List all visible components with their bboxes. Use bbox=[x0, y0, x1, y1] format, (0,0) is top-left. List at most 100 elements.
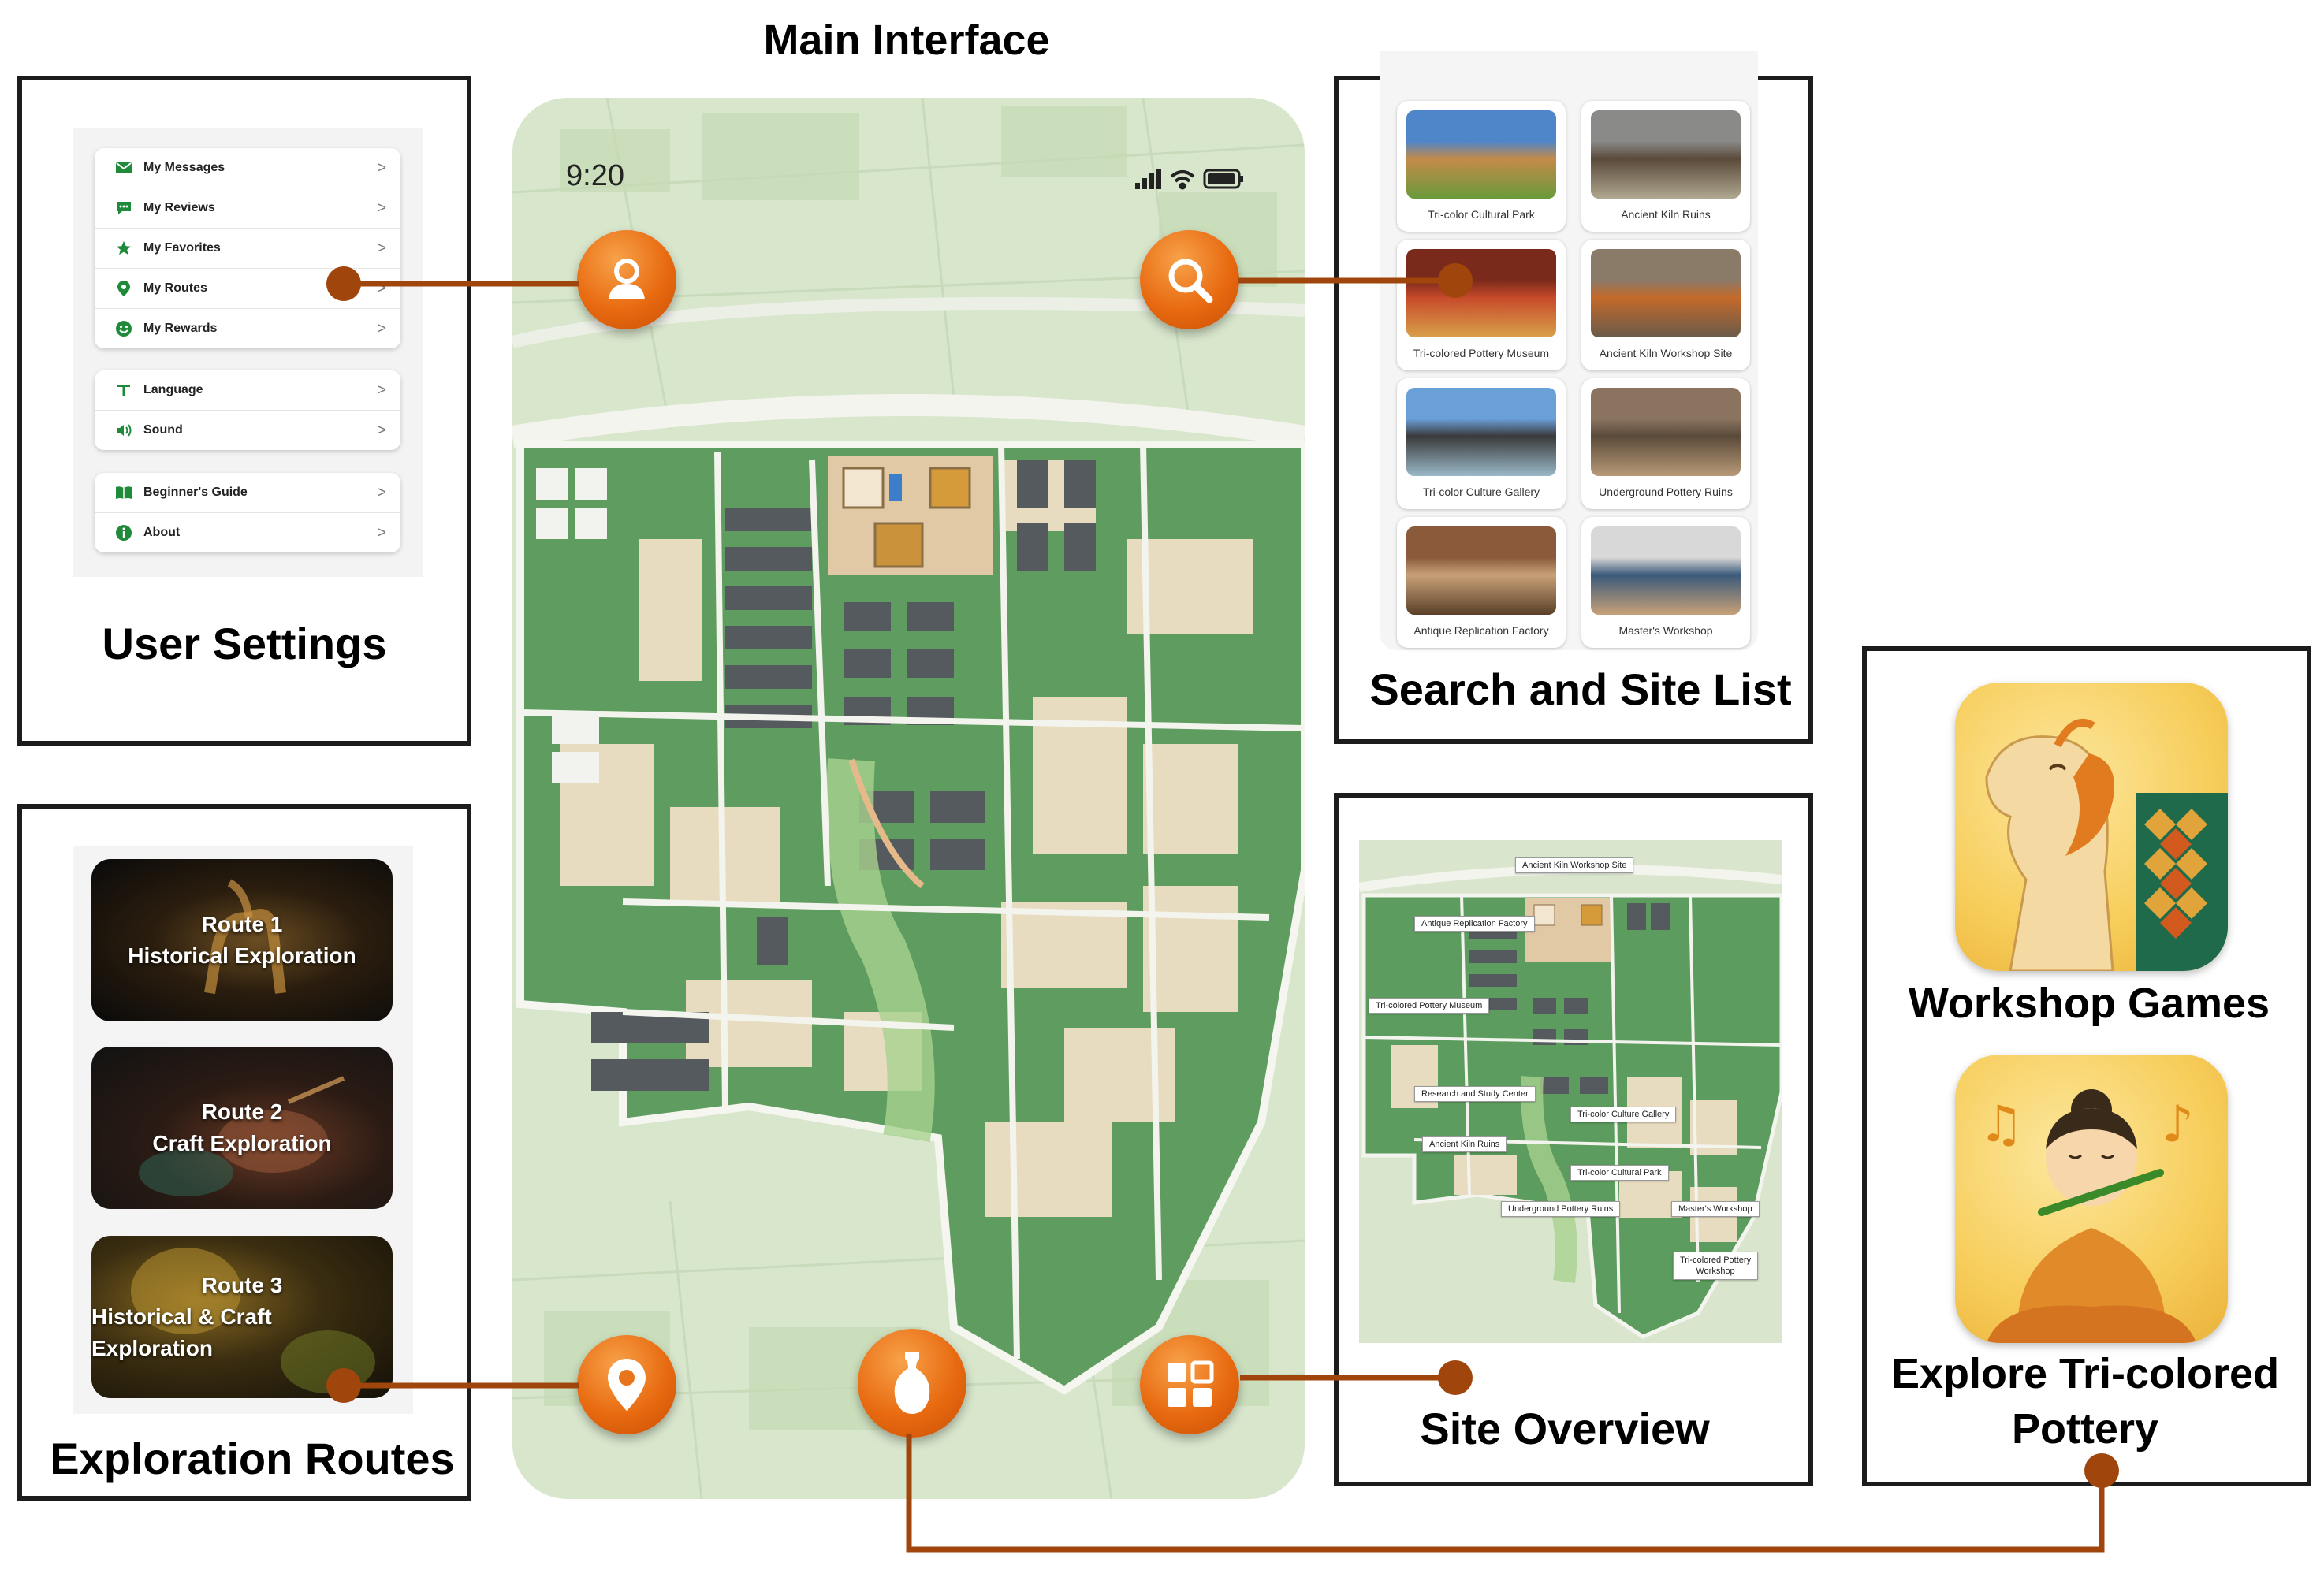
site-photo bbox=[1591, 249, 1741, 337]
site-card[interactable]: Ancient Kiln Workshop Site bbox=[1581, 240, 1750, 370]
chevron-right-icon: > bbox=[377, 483, 386, 501]
overview-button[interactable] bbox=[1140, 1335, 1239, 1434]
settings-group-preferences: Language > Sound > bbox=[95, 370, 400, 450]
settings-label: Sound bbox=[143, 423, 183, 437]
workshop-games-title: Workshop Games bbox=[1908, 980, 2270, 1027]
overview-label[interactable]: Research and Study Center bbox=[1414, 1086, 1536, 1102]
overview-label[interactable]: Tri-color Culture Gallery bbox=[1570, 1107, 1677, 1122]
map-canvas[interactable] bbox=[512, 98, 1305, 1499]
explore-pottery-app-icon[interactable]: ♫ ♪ bbox=[1955, 1055, 2228, 1343]
settings-label: My Rewards bbox=[143, 322, 218, 335]
exploration-routes-title: Exploration Routes bbox=[50, 1434, 455, 1483]
overview-label[interactable]: Underground Pottery Ruins bbox=[1501, 1201, 1621, 1217]
route-3-name: Historical & Craft Exploration bbox=[91, 1304, 272, 1360]
user-settings-title: User Settings bbox=[102, 619, 387, 668]
overview-label[interactable]: Tri-color Cultural Park bbox=[1570, 1165, 1669, 1181]
site-card[interactable]: Ancient Kiln Ruins bbox=[1581, 101, 1750, 232]
site-card[interactable]: Tri-color Cultural Park bbox=[1397, 101, 1566, 232]
site-name: Tri-color Culture Gallery bbox=[1422, 485, 1540, 498]
route-2-text: Route 2 Craft Exploration bbox=[91, 1047, 393, 1209]
flute-player-icon: ♫ ♪ bbox=[1979, 1089, 2196, 1343]
settings-label: Language bbox=[143, 383, 203, 396]
vase-icon bbox=[894, 1352, 930, 1414]
site-name: Ancient Kiln Workshop Site bbox=[1599, 347, 1733, 359]
site-photo bbox=[1591, 110, 1741, 199]
settings-row-guide[interactable]: Beginner's Guide > bbox=[95, 473, 400, 513]
chevron-right-icon: > bbox=[377, 158, 386, 177]
chevron-right-icon: > bbox=[377, 421, 386, 439]
battery-icon bbox=[1203, 169, 1243, 189]
route-card-2[interactable]: Route 2 Craft Exploration bbox=[91, 1047, 393, 1209]
overview-label[interactable]: Tri-colored Pottery Museum bbox=[1369, 998, 1490, 1014]
workshop-games-app-icon[interactable] bbox=[1955, 683, 2228, 971]
route-card-3[interactable]: Route 3 Historical & Craft Exploration bbox=[91, 1236, 393, 1398]
settings-row-favorites[interactable]: My Favorites > bbox=[95, 229, 400, 269]
site-name: Underground Pottery Ruins bbox=[1599, 485, 1733, 498]
music-note-icon: ♪ bbox=[2162, 1096, 2194, 1154]
book-icon bbox=[115, 484, 132, 501]
site-photo bbox=[1591, 388, 1741, 476]
settings-label: My Routes bbox=[143, 281, 207, 295]
chevron-right-icon: > bbox=[377, 199, 386, 217]
camel-icon bbox=[1985, 719, 2228, 971]
chevron-right-icon: > bbox=[377, 319, 386, 337]
chevron-right-icon: > bbox=[377, 239, 386, 257]
settings-row-sound[interactable]: Sound > bbox=[95, 411, 400, 450]
chevron-right-icon: > bbox=[377, 381, 386, 399]
user-icon bbox=[609, 259, 645, 299]
overview-label[interactable]: Antique Replication Factory bbox=[1414, 916, 1535, 932]
settings-row-about[interactable]: About > bbox=[95, 513, 400, 552]
grid-icon bbox=[1168, 1360, 1214, 1407]
mail-icon bbox=[115, 159, 132, 177]
overview-label[interactable]: Ancient Kiln Ruins bbox=[1422, 1136, 1507, 1152]
site-card[interactable]: Master's Workshop bbox=[1581, 517, 1750, 648]
route-3-text: Route 3 Historical & Craft Exploration bbox=[91, 1236, 393, 1398]
route-card-1[interactable]: Route 1 Historical Exploration bbox=[91, 859, 393, 1021]
music-note-icon: ♫ bbox=[1979, 1096, 2024, 1154]
search-button[interactable] bbox=[1140, 230, 1239, 329]
chat-icon bbox=[115, 199, 132, 217]
routes-button[interactable] bbox=[577, 1335, 676, 1434]
settings-label: My Favorites bbox=[143, 241, 221, 255]
settings-row-reviews[interactable]: My Reviews > bbox=[95, 188, 400, 229]
route-3-number: Route 3 bbox=[201, 1273, 283, 1297]
site-name: Antique Replication Factory bbox=[1413, 624, 1549, 637]
chevron-right-icon: > bbox=[377, 279, 386, 297]
craft-hands-image bbox=[139, 1076, 345, 1196]
site-card[interactable]: Tri-color Culture Gallery bbox=[1397, 378, 1566, 509]
camel-figure-image bbox=[204, 879, 286, 995]
site-card[interactable]: Antique Replication Factory bbox=[1397, 517, 1566, 648]
settings-row-language[interactable]: Language > bbox=[95, 370, 400, 411]
settings-row-routes[interactable]: My Routes > bbox=[95, 269, 400, 309]
wifi-icon bbox=[1170, 170, 1195, 190]
site-overview-title: Site Overview bbox=[1420, 1404, 1710, 1453]
site-photo bbox=[1406, 526, 1556, 615]
site-card[interactable]: Underground Pottery Ruins bbox=[1581, 378, 1750, 509]
explore-pottery-title-line1: Explore Tri-colored bbox=[1890, 1350, 2280, 1397]
overview-label[interactable]: Master's Workshop bbox=[1671, 1201, 1760, 1217]
search-icon bbox=[1168, 259, 1213, 303]
settings-group-account: My Messages > My Reviews > My Favorites … bbox=[95, 148, 400, 348]
user-profile-button[interactable] bbox=[577, 230, 676, 329]
site-name: Tri-color Cultural Park bbox=[1428, 208, 1535, 221]
settings-label: My Reviews bbox=[143, 201, 215, 214]
overview-label[interactable]: Ancient Kiln Workshop Site bbox=[1515, 857, 1634, 873]
status-icons bbox=[1135, 169, 1243, 190]
settings-row-messages[interactable]: My Messages > bbox=[95, 148, 400, 188]
main-interface-title: Main Interface bbox=[763, 17, 1050, 64]
pottery-button[interactable] bbox=[858, 1329, 966, 1438]
overview-map[interactable]: Ancient Kiln Workshop Site Antique Repli… bbox=[1359, 840, 1782, 1343]
explore-pottery-title-line2: Pottery bbox=[2011, 1405, 2159, 1453]
speaker-icon bbox=[115, 422, 132, 439]
route-1-number: Route 1 bbox=[201, 912, 283, 936]
site-photo bbox=[1406, 249, 1556, 337]
settings-row-rewards[interactable]: My Rewards > bbox=[95, 309, 400, 348]
site-card[interactable]: Tri-colored Pottery Museum bbox=[1397, 240, 1566, 370]
site-photo bbox=[1406, 388, 1556, 476]
status-time: 9:20 bbox=[566, 159, 624, 192]
settings-group-help: Beginner's Guide > About > bbox=[95, 473, 400, 552]
signal-icon bbox=[1135, 169, 1161, 189]
route-2-number: Route 2 bbox=[201, 1099, 283, 1124]
route-1-name: Historical Exploration bbox=[128, 943, 356, 968]
overview-label-multiline[interactable]: Tri-colored Pottery Workshop bbox=[1673, 1252, 1759, 1280]
